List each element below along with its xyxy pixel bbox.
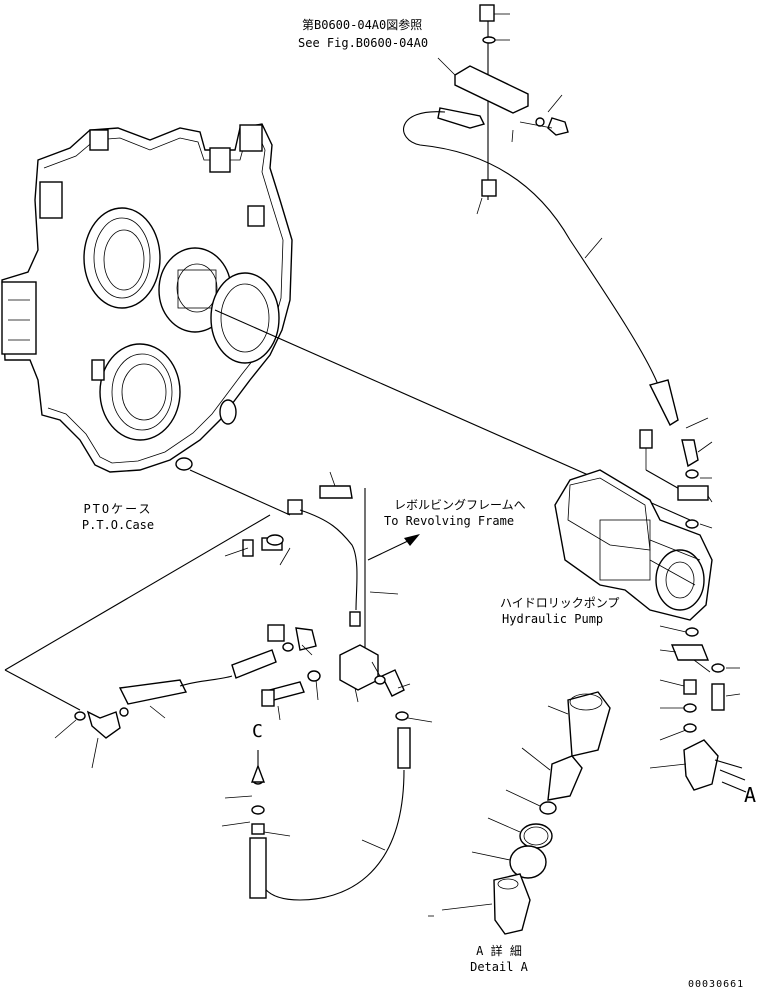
leader-case-left <box>4 514 271 671</box>
revolving-arrow-head <box>404 534 420 546</box>
view-a-marker: A <box>744 783 757 807</box>
see-fig-note-en: See Fig.B0600-04A0 <box>298 36 429 50</box>
pto-case-label-jp: PTOケース <box>83 502 153 516</box>
detail-a-parts <box>428 691 611 935</box>
see-fig-note-jp: 第B0600-04A0図参照 <box>302 18 423 32</box>
leader-lines <box>54 547 433 851</box>
revolving-frame-label-en: To Revolving Frame <box>384 514 515 528</box>
view-c-marker: C <box>252 721 263 742</box>
detail-a-label-jp: A 詳 細 <box>476 944 522 958</box>
drawing-number: 00030661 <box>688 979 745 990</box>
revolving-frame-label-jp: レボルビングフレームへ <box>394 498 526 512</box>
top-bracket-assembly <box>403 4 661 391</box>
leader-case-port <box>189 469 291 516</box>
hose-end-top <box>648 379 679 427</box>
hydraulic-pump <box>554 469 713 621</box>
pto-case-label-en: P.T.O.Case <box>81 518 155 532</box>
pto-case <box>1 123 293 473</box>
hydraulic-pump-label-en: Hydraulic Pump <box>502 612 604 626</box>
detail-a-label-en: Detail A <box>470 960 528 974</box>
leader-left-elbow <box>4 669 81 711</box>
revolving-arrow-line <box>367 539 411 561</box>
hydraulic-pump-label-jp: ハイドロリックポンプ <box>500 596 620 610</box>
center-piping <box>74 471 411 901</box>
pump-fittings-right <box>639 417 747 793</box>
